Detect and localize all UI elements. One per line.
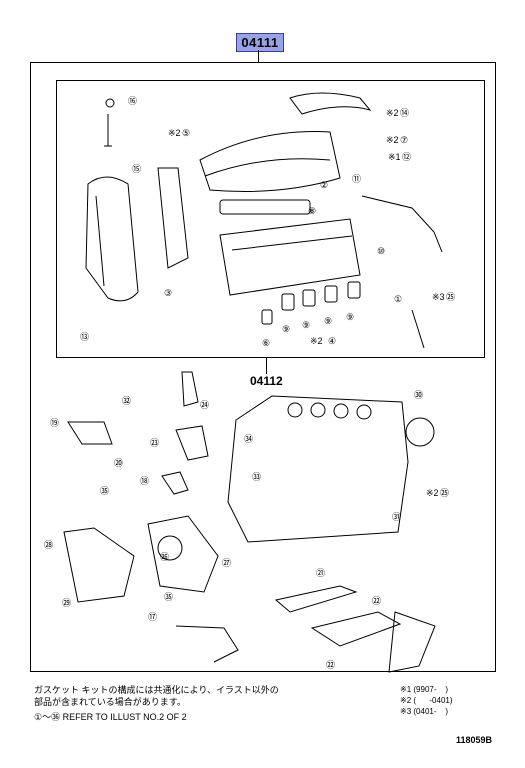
note-2: ※2 ( -0401) — [400, 696, 453, 705]
callout-9c: ⑨ — [324, 316, 332, 326]
engine-block — [227, 395, 409, 543]
intake-pipe — [289, 92, 372, 115]
callout-26: ㉖ — [160, 552, 169, 562]
callout-25: ㉕ — [446, 292, 455, 302]
callout-23: ㉓ — [150, 438, 159, 448]
footer-line-1: ガスケット キットの構成には共通化により、イラスト以外の — [34, 685, 279, 695]
manifold-gasket — [219, 199, 311, 215]
callout-9: ⑨ — [282, 324, 290, 334]
sub-kit-number: 04112 — [250, 374, 283, 388]
head-cover — [199, 131, 341, 192]
remark-mark: ※3 — [432, 292, 445, 302]
callout-9d: ⑨ — [346, 312, 354, 322]
callout-3: ③ — [164, 288, 172, 298]
remark-mark: ※2 — [386, 108, 399, 118]
callout-36: ㉟ — [164, 592, 173, 602]
callout-29: ㉙ — [62, 598, 71, 608]
callout-28: ㉘ — [44, 540, 53, 550]
remark-notes: ※1 (9907- ) ※2 ( -0401) ※3 (0401- ) — [400, 684, 453, 717]
footer-line-2: 部品が含まれている場合があります。 — [34, 697, 186, 707]
callout-27: ㉗ — [222, 558, 231, 568]
callout-20: ⑳ — [114, 458, 123, 468]
remark-mark: ※2 — [426, 488, 439, 498]
oil-strainer — [175, 625, 239, 663]
oil-seal-retainer — [405, 417, 435, 447]
oil-cooler — [310, 611, 402, 647]
callout-13: ⑬ — [80, 332, 89, 342]
gear-case — [63, 527, 135, 603]
sub-kit-box — [56, 80, 485, 358]
cover-gasket — [204, 158, 331, 177]
callout-14: ⑭ — [400, 108, 409, 118]
illustration-code: 118059B — [456, 735, 493, 745]
callout-16: ⑯ — [128, 96, 137, 106]
callout-10: ⑩ — [377, 246, 385, 256]
callout-17: ⑰ — [148, 612, 157, 622]
head-bolt — [104, 114, 112, 147]
cylinder-head — [219, 218, 361, 296]
remark-mark: ※2 — [168, 128, 181, 138]
diagram-frame — [30, 62, 496, 672]
callout-8: ⑧ — [308, 206, 316, 216]
refer-note: ①～㊱ REFER TO ILLUST NO.2 OF 2 — [34, 712, 187, 722]
callout-18: ⑱ — [140, 476, 149, 486]
remark-mark: ※2 — [310, 336, 323, 346]
callout-30: ㉚ — [414, 390, 423, 400]
callout-7: ⑦ — [400, 135, 408, 145]
front-case — [147, 515, 219, 593]
callout-22: ㉒ — [372, 596, 381, 606]
gasket-kit-number: 04111 — [236, 33, 284, 52]
callout-9b: ⑨ — [302, 320, 310, 330]
callout-22b: ㉒ — [326, 660, 335, 670]
timing-cover — [85, 176, 139, 302]
callout-12: ⑫ — [402, 152, 411, 162]
callout-labels: ⑯ ⑤ ※2 ⑭ ※2 ⑦ ※2 ⑫ ※1 ② ⑮ ⑧ ⑪ ⑩ ③ ① ㉕ ※3… — [44, 96, 455, 670]
leader-line — [258, 50, 259, 63]
note-1: ※1 (9907- ) — [400, 685, 449, 694]
callout-35: ㉟ — [100, 486, 109, 496]
water-inlet — [388, 611, 436, 673]
note-3: ※3 (0401- ) — [400, 707, 449, 716]
callout-5: ⑤ — [182, 128, 190, 138]
callout-24: ㉔ — [200, 400, 209, 410]
callout-31: ㉛ — [392, 512, 401, 522]
footer-note: ガスケット キットの構成には共通化により、イラスト以外の 部品が含まれている場合… — [34, 684, 334, 708]
callout-6: ⑥ — [262, 338, 270, 348]
callout-34: ㉞ — [244, 434, 253, 444]
callout-15: ⑮ — [132, 164, 141, 174]
callout-25b: ㉕ — [440, 488, 449, 498]
callout-33: ㉝ — [252, 472, 261, 482]
callout-1: ① — [394, 294, 402, 304]
side-cover — [157, 167, 189, 269]
sub-kit-leader — [266, 358, 267, 374]
water-pipe — [361, 195, 443, 253]
oil-pan-gasket — [274, 585, 358, 613]
remark-mark: ※1 — [388, 152, 401, 162]
callout-32: ㉜ — [122, 396, 131, 406]
callout-19: ⑲ — [50, 418, 59, 428]
callout-11: ⑪ — [352, 174, 361, 184]
callout-21: ㉑ — [316, 568, 325, 578]
callout-4: ④ — [328, 336, 336, 346]
remark-mark: ※2 — [386, 135, 399, 145]
callout-2: ② — [320, 180, 328, 190]
